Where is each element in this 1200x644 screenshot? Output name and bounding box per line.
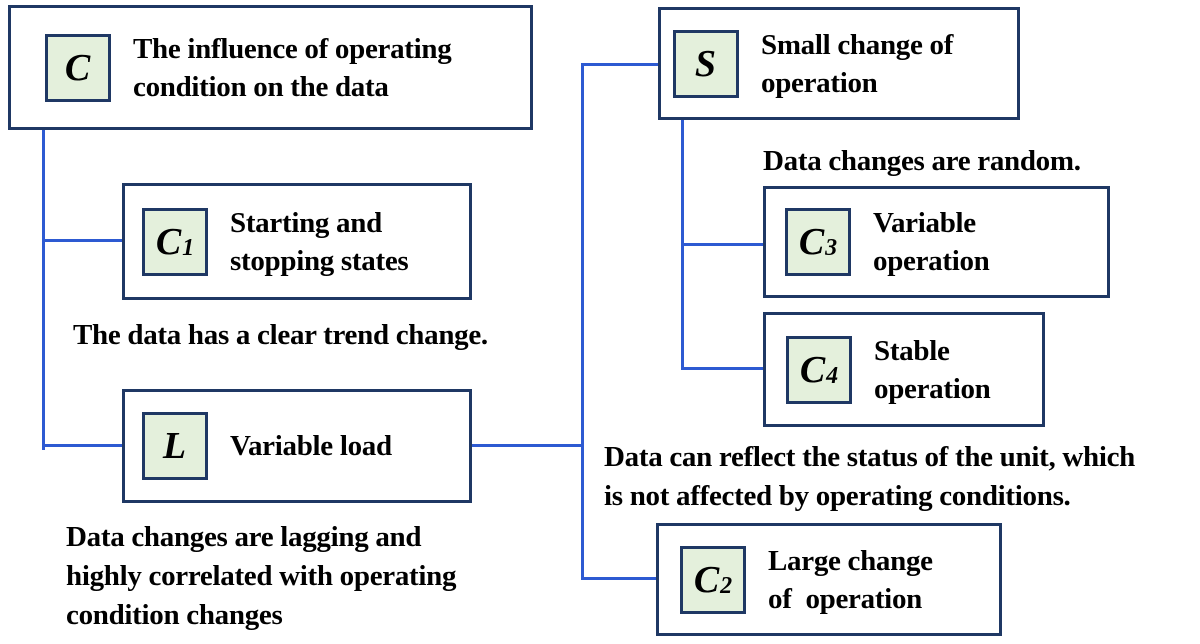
connector-right-trunk	[581, 63, 584, 580]
caption-data-changes-random: Data changes are random.	[763, 145, 1081, 177]
connector-branch-c3	[681, 243, 763, 246]
caption-lagging-correlated: Data changes are lagging and highly corr…	[66, 521, 457, 631]
connector-left-trunk	[42, 130, 45, 450]
node-starting-stopping-states-label: Starting and stopping states	[230, 206, 409, 277]
badge-c4-letter: C	[799, 348, 826, 391]
node-operating-condition-influence-label: The influence of operating condition on …	[133, 32, 452, 103]
connector-l-to-trunk	[472, 444, 584, 447]
caption-clear-trend-change: The data has a clear trend change.	[73, 319, 488, 351]
connector-branch-l	[42, 444, 122, 447]
badge-c1-subscript: 1	[182, 234, 195, 261]
badge-c-letter: C	[64, 46, 91, 89]
connector-branch-s	[581, 63, 658, 66]
node-variable-operation-label: Variable operation	[873, 207, 990, 277]
connector-branch-c2	[581, 577, 656, 580]
badge-c1-letter: C	[155, 220, 182, 263]
badge-c: C	[45, 33, 111, 102]
connector-branch-c1	[42, 239, 122, 242]
node-large-change-operation-label: Large change of operation	[768, 544, 933, 615]
node-small-change-operation: S Small change of operation	[658, 7, 1020, 120]
badge-c3-subscript: 3	[825, 235, 838, 261]
node-variable-load-label: Variable load	[230, 430, 392, 462]
badge-c2-letter: C	[693, 558, 720, 601]
badge-c3-letter: C	[798, 221, 825, 263]
badge-s: S	[673, 29, 739, 98]
badge-l-letter: L	[162, 425, 187, 467]
node-operating-condition-influence: C The influence of operating condition o…	[8, 5, 533, 130]
connector-branch-c4	[681, 367, 763, 370]
badge-l: L	[142, 412, 208, 480]
caption-reflects-unit-status: Data can reflect the status of the unit,…	[604, 441, 1135, 512]
badge-c2-subscript: 2	[720, 572, 733, 599]
node-small-change-operation-label: Small change of operation	[761, 28, 954, 99]
node-variable-load: L Variable load	[122, 389, 472, 503]
node-stable-operation-label: Stable operation	[874, 334, 991, 405]
badge-c4-subscript: 4	[826, 362, 839, 389]
badge-s-letter: S	[694, 42, 717, 85]
